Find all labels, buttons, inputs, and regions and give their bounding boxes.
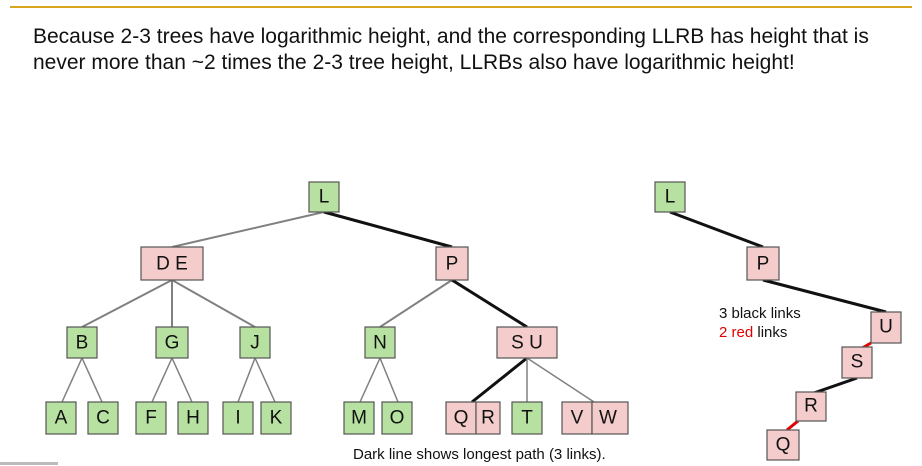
svg-text:W: W bbox=[599, 408, 617, 429]
svg-text:A: A bbox=[55, 408, 68, 429]
leaf-ik: I K bbox=[222, 401, 292, 435]
node-g: G bbox=[155, 326, 189, 359]
leaf-mo: M O bbox=[343, 401, 413, 435]
link-de-j bbox=[171, 279, 256, 328]
svg-text:G: G bbox=[165, 333, 180, 354]
llrb-link-s-r bbox=[810, 376, 858, 396]
node-n: N bbox=[364, 326, 396, 359]
llrb-link-p-u bbox=[762, 278, 887, 314]
svg-text:V: V bbox=[571, 408, 584, 429]
link-l-p bbox=[323, 210, 453, 249]
link-g-fh-right bbox=[171, 357, 193, 403]
link-b-ac-right bbox=[81, 357, 103, 403]
svg-text:D E: D E bbox=[156, 254, 188, 275]
link-p-su bbox=[451, 278, 528, 329]
link-de-b bbox=[81, 279, 173, 328]
svg-text:S: S bbox=[851, 352, 864, 373]
leaf-qr: Q R bbox=[445, 401, 501, 435]
diagram-caption: Dark line shows longest path (3 links). bbox=[353, 446, 606, 463]
leaf-t: T bbox=[511, 401, 543, 435]
link-n-mo-left bbox=[359, 357, 381, 403]
llrb-node-p: P bbox=[746, 246, 780, 281]
llrb-node-s: S bbox=[841, 346, 873, 379]
llrb-node-l: L bbox=[654, 181, 686, 213]
svg-text:C: C bbox=[96, 408, 110, 429]
link-su-qr bbox=[471, 356, 528, 404]
svg-text:O: O bbox=[390, 408, 405, 429]
svg-text:K: K bbox=[270, 408, 283, 429]
llrb-link-l-p bbox=[669, 210, 764, 249]
leaf-vw: V W bbox=[561, 401, 629, 435]
node-j: J bbox=[239, 326, 271, 359]
svg-text:S U: S U bbox=[511, 333, 543, 354]
black-links-line: 3 black links bbox=[719, 305, 801, 322]
svg-text:F: F bbox=[145, 408, 157, 429]
svg-text:M: M bbox=[351, 408, 367, 429]
title-underline bbox=[10, 6, 912, 8]
leaf-ac: A C bbox=[45, 401, 119, 435]
svg-text:R: R bbox=[481, 408, 495, 429]
link-j-ik-right bbox=[254, 357, 276, 403]
svg-text:Q: Q bbox=[454, 408, 469, 429]
llrb-nodes: L P U S R Q bbox=[654, 181, 902, 461]
link-l-de bbox=[171, 211, 325, 248]
link-g-fh-left bbox=[151, 357, 173, 403]
node-su: S U bbox=[496, 326, 558, 359]
svg-text:J: J bbox=[250, 333, 260, 354]
llrb-link-r-q bbox=[786, 419, 799, 432]
svg-text:T: T bbox=[521, 408, 533, 429]
svg-text:H: H bbox=[186, 408, 200, 429]
svg-text:I: I bbox=[235, 408, 240, 429]
red-links-line: 2 red links bbox=[719, 324, 788, 341]
llrb-node-q: Q bbox=[766, 429, 800, 461]
link-b-ac-left bbox=[61, 357, 83, 403]
node-l: L bbox=[308, 181, 340, 213]
svg-text:P: P bbox=[757, 254, 770, 275]
svg-text:L: L bbox=[319, 187, 330, 208]
link-n-mo-right bbox=[379, 357, 399, 403]
slide-heading: Because 2-3 trees have logarithmic heigh… bbox=[33, 25, 869, 74]
svg-text:U: U bbox=[879, 317, 893, 338]
leaf-fh: F H bbox=[135, 401, 209, 435]
node-b: B bbox=[66, 326, 98, 359]
corner-mark bbox=[0, 462, 58, 465]
link-count-note: 3 black links 2 red links bbox=[719, 304, 801, 342]
svg-text:Q: Q bbox=[776, 435, 791, 456]
svg-text:L: L bbox=[665, 187, 676, 208]
link-j-ik-left bbox=[237, 357, 256, 403]
llrb-node-r: R bbox=[795, 391, 827, 422]
svg-text:P: P bbox=[446, 254, 459, 275]
svg-text:B: B bbox=[76, 333, 89, 354]
link-p-n bbox=[379, 279, 453, 328]
llrb-node-u: U bbox=[870, 311, 902, 344]
node-de: D E bbox=[140, 246, 204, 281]
svg-text:N: N bbox=[373, 333, 387, 354]
tree23-nodes: L D E P B G J N S U bbox=[45, 181, 629, 435]
tree23-links bbox=[61, 210, 595, 404]
link-su-vw bbox=[526, 357, 595, 403]
node-p: P bbox=[435, 246, 469, 281]
svg-text:R: R bbox=[804, 396, 818, 417]
